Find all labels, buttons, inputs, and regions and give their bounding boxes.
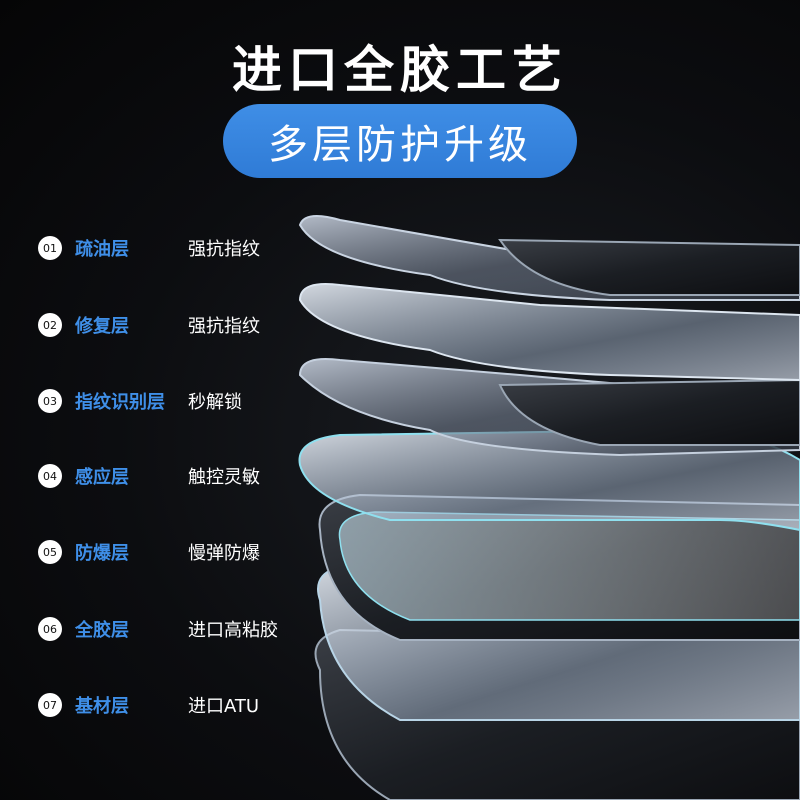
- layer-row-3: 03 指纹识别层 秒解锁: [38, 386, 338, 416]
- layer-number-badge: 03: [38, 389, 62, 413]
- layer-row-1: 01 疏油层 强抗指纹: [38, 233, 338, 263]
- layer-description: 强抗指纹: [188, 239, 260, 260]
- subtitle-badge: 多层防护升级: [223, 104, 577, 178]
- layer-number-badge: 05: [38, 540, 62, 564]
- layer-description: 秒解锁: [188, 392, 242, 413]
- layer-row-6: 06 全胶层 进口高粘胶: [38, 614, 338, 644]
- subtitle-text: 多层防护升级: [268, 122, 532, 168]
- layer-row-4: 04 感应层 触控灵敏: [38, 461, 338, 491]
- layer-3-shape: [298, 358, 800, 457]
- layer-name: 感应层: [75, 467, 129, 488]
- layer-row-7: 07 基材层 进口ATU: [38, 690, 338, 720]
- page-title: 进口全胶工艺: [232, 41, 568, 99]
- layer-name: 修复层: [75, 316, 129, 337]
- layer-name: 防爆层: [75, 543, 129, 564]
- layer-name: 疏油层: [75, 239, 129, 260]
- layer-description: 进口ATU: [188, 696, 260, 717]
- layer-description: 慢弹防爆: [188, 543, 260, 564]
- layer-row-2: 02 修复层 强抗指纹: [38, 310, 338, 340]
- layer-5-shape: [318, 493, 800, 641]
- layer-row-5: 05 防爆层 慢弹防爆: [38, 537, 338, 567]
- layer-name: 全胶层: [75, 620, 129, 641]
- layer-1-shape: [298, 215, 800, 301]
- layer-description: 强抗指纹: [188, 316, 260, 337]
- layer-2-shape: [298, 283, 800, 382]
- layer-number-badge: 04: [38, 464, 62, 488]
- layer-number-badge: 07: [38, 693, 62, 717]
- layer-number-badge: 01: [38, 236, 62, 260]
- layered-screen-protector-illustration: [298, 215, 800, 800]
- layer-name: 指纹识别层: [75, 392, 165, 413]
- layer-name: 基材层: [75, 696, 129, 717]
- layer-description: 触控灵敏: [188, 467, 260, 488]
- layer-description: 进口高粘胶: [188, 620, 278, 641]
- layer-number-badge: 02: [38, 313, 62, 337]
- layer-4-shape: [298, 428, 800, 532]
- layer-number-badge: 06: [38, 617, 62, 641]
